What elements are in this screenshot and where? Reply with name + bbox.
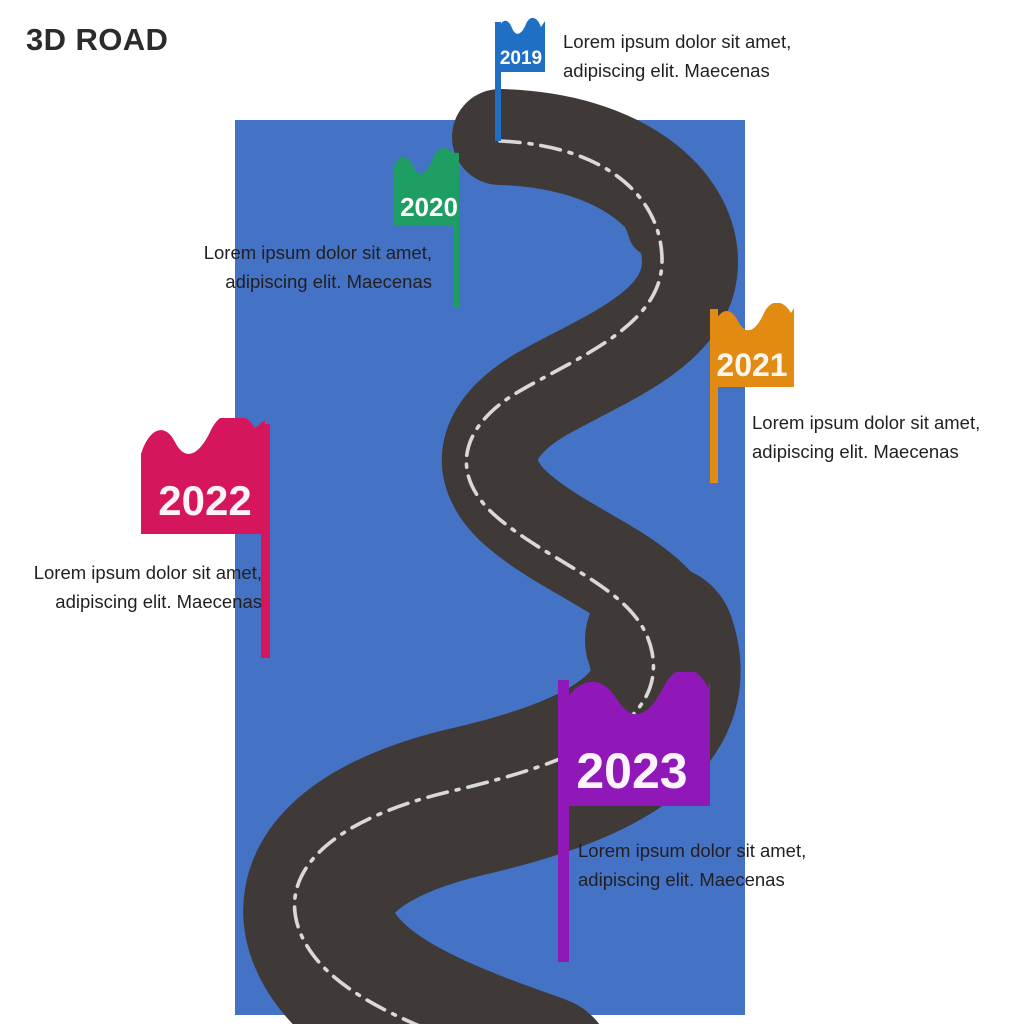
flag-banner-2022 <box>141 418 265 534</box>
flag-banner-2019 <box>498 17 545 72</box>
milestone-caption-2021: Lorem ipsum dolor sit amet, adipiscing e… <box>752 412 981 463</box>
flag-year-2021: 2021 <box>716 347 787 383</box>
flag-pole-2019 <box>495 22 501 141</box>
flag-2020-icon: 2020 <box>393 148 459 308</box>
milestone-caption-2023: Lorem ipsum dolor sit amet, adipiscing e… <box>578 840 807 891</box>
page-title: 3D ROAD <box>26 22 169 57</box>
flag-pole-2021 <box>710 309 718 483</box>
milestone-flag-2023[interactable]: 2023 <box>552 672 717 962</box>
milestone-flag-2022[interactable]: 2022 <box>135 418 275 658</box>
flag-banner-2020 <box>393 148 457 226</box>
flag-banner-2021 <box>713 303 794 387</box>
milestone-flag-2021[interactable]: 2021 <box>704 303 804 483</box>
flag-2021-icon: 2021 <box>710 303 794 483</box>
flag-banner-2023 <box>560 672 710 806</box>
flag-year-2022: 2022 <box>158 477 251 524</box>
flag-pole-2023 <box>558 680 569 962</box>
flag-pole-2020 <box>453 153 459 308</box>
milestone-caption-2020: Lorem ipsum dolor sit amet, adipiscing e… <box>203 242 432 293</box>
flag-pole-2022 <box>261 424 270 658</box>
milestone-caption-2019: Lorem ipsum dolor sit amet, adipiscing e… <box>563 31 792 82</box>
flag-2022-icon: 2022 <box>141 418 270 658</box>
flag-year-2020: 2020 <box>400 192 458 222</box>
milestone-flag-2020[interactable]: 2020 <box>385 148 465 308</box>
milestone-flag-2019[interactable]: 2019 <box>489 16 551 141</box>
milestone-caption-2022: Lorem ipsum dolor sit amet, adipiscing e… <box>33 562 262 613</box>
flag-year-2023: 2023 <box>576 743 687 799</box>
flag-2019-icon: 2019 <box>495 17 545 141</box>
flag-year-2019: 2019 <box>500 48 542 69</box>
flag-2023-icon: 2023 <box>558 672 710 962</box>
road-center-line <box>292 139 664 1024</box>
